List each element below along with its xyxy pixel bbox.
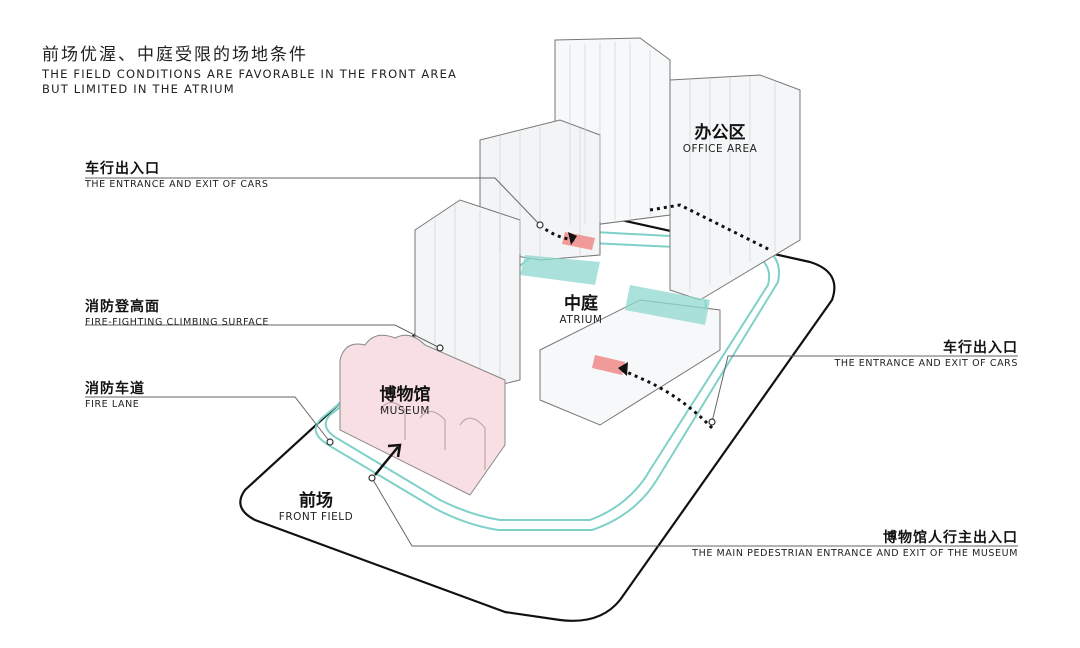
zone-cn: 博物馆 <box>379 385 431 405</box>
leader-lines <box>85 177 1018 547</box>
zone-office: 办公区 OFFICE AREA <box>665 118 775 155</box>
title-cn: 前场优渥、中庭受限的场地条件 <box>42 45 308 65</box>
callout-en: THE MAIN PEDESTRIAN ENTRANCE AND EXIT OF… <box>692 548 1018 559</box>
car-arrow-head-right <box>618 362 628 376</box>
callout-cn: 车行出入口 <box>943 340 1018 356</box>
title-en-line2: BUT LIMITED IN THE ATRIUM <box>42 82 235 96</box>
car-arrow-head-top <box>568 232 577 245</box>
callout-car-entrance-right: 车行出入口 THE ENTRANCE AND EXIT OF CARS <box>834 337 1018 369</box>
leader-dots <box>326 221 716 482</box>
callout-en: FIRE LANE <box>85 399 140 410</box>
zone-en: MUSEUM <box>380 405 430 417</box>
callout-cn: 博物馆人行主出入口 <box>883 530 1018 546</box>
museum-building <box>339 334 506 496</box>
zone-atrium: 中庭 ATRIUM <box>545 289 617 326</box>
callout-en: THE ENTRANCE AND EXIT OF CARS <box>85 179 269 190</box>
tower-grid-lines <box>434 41 776 390</box>
zone-front-field: 前场 FRONT FIELD <box>268 486 364 523</box>
diagram-title: 前场优渥、中庭受限的场地条件 THE FIELD CONDITIONS ARE … <box>42 40 457 97</box>
zone-en: OFFICE AREA <box>682 143 758 155</box>
callout-fire-lane: 消防车道 FIRE LANE <box>85 378 145 410</box>
pedestrian-arrow <box>374 443 402 476</box>
callout-car-entrance-top: 车行出入口 THE ENTRANCE AND EXIT OF CARS <box>85 158 269 190</box>
zone-cn: 前场 <box>299 491 333 511</box>
callout-en: FIRE-FIGHTING CLIMBING SURFACE <box>85 317 270 328</box>
callout-cn: 消防车道 <box>85 381 145 397</box>
zone-en: FRONT FIELD <box>278 511 354 523</box>
callout-cn: 消防登高面 <box>85 299 160 315</box>
tower-right <box>669 74 801 301</box>
callout-fire-climbing: 消防登高面 FIRE-FIGHTING CLIMBING SURFACE <box>85 296 269 328</box>
callout-pedestrian-entrance: 博物馆人行主出入口 THE MAIN PEDESTRIAN ENTRANCE A… <box>692 527 1018 559</box>
zone-museum: 博物馆 MUSEUM <box>365 380 445 417</box>
zone-en: ATRIUM <box>559 314 603 326</box>
callout-en: THE ENTRANCE AND EXIT OF CARS <box>834 358 1018 369</box>
callout-cn: 车行出入口 <box>85 161 160 177</box>
zone-cn: 办公区 <box>694 123 746 143</box>
zone-cn: 中庭 <box>564 294 598 314</box>
title-en-line1: THE FIELD CONDITIONS ARE FAVORABLE IN TH… <box>42 67 458 81</box>
